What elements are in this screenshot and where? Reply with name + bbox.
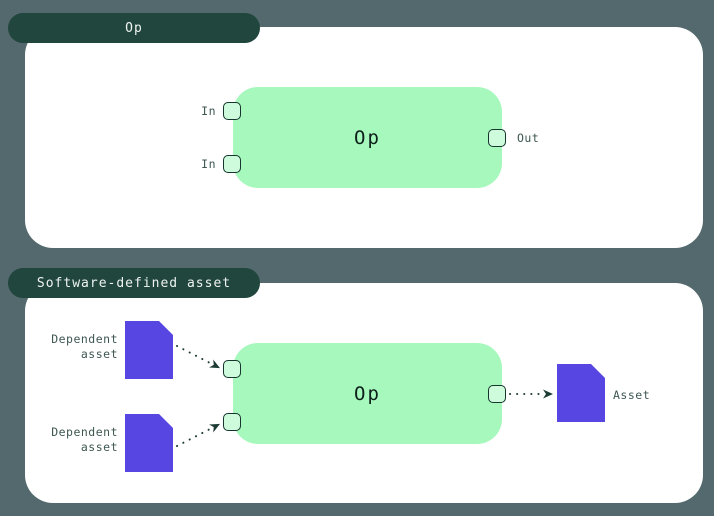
dependent-asset-label-2: Dependent asset (51, 425, 118, 454)
op-node-label: Op (354, 126, 381, 149)
output-port-label: Out (517, 131, 540, 145)
sda-op-node: Op (233, 343, 502, 444)
sda-tab-pill: Software-defined asset (8, 268, 260, 298)
sda-input-port-2 (223, 413, 241, 431)
asset-label: Asset (613, 388, 651, 402)
input-port-label-2: In (201, 157, 216, 171)
op-tab-label: Op (125, 20, 143, 36)
op-tab-pill: Op (8, 13, 260, 43)
sda-op-node-label: Op (354, 382, 381, 405)
sda-input-port-1 (223, 360, 241, 378)
asset-document-icon (557, 364, 605, 422)
dependent-asset-document-icon-1 (125, 321, 173, 379)
dependent-asset-label-1: Dependent asset (51, 332, 118, 361)
op-node: Op (233, 87, 502, 188)
sda-output-port (488, 385, 506, 403)
output-port (488, 129, 506, 147)
sda-tab-label: Software-defined asset (36, 275, 232, 291)
dependent-asset-document-icon-2 (125, 414, 173, 472)
input-port-1 (223, 102, 241, 120)
input-port-label-1: In (201, 104, 216, 118)
input-port-2 (223, 155, 241, 173)
